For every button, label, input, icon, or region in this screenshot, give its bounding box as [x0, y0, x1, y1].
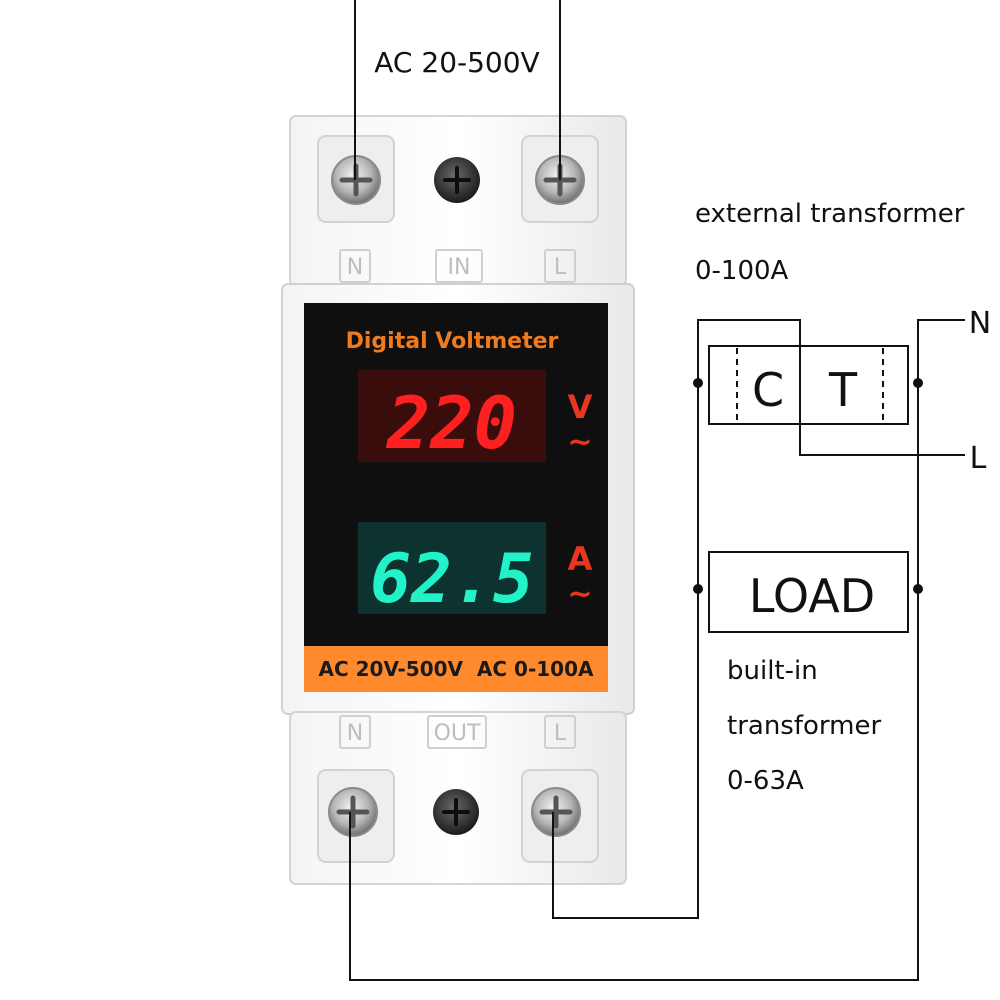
supply-range-label: AC 20-500V — [374, 46, 539, 79]
wires — [349, 0, 965, 981]
screw-top-center — [434, 157, 480, 203]
terminal-label-top-l: L — [554, 255, 567, 280]
terminal-label-top-in: IN — [448, 255, 471, 280]
spec-label: AC 20V-500V AC 0-100A — [319, 657, 595, 681]
screw-bottom-right — [531, 787, 581, 837]
device-title: Digital Voltmeter — [346, 329, 559, 354]
front-panel: Digital Voltmeter 220 V ~ 62.5 A ~ AC 20… — [304, 303, 608, 692]
current-ac-symbol: ~ — [567, 577, 592, 612]
external-transformer-range: 0-100A — [695, 256, 789, 286]
wire-label-n: N — [969, 306, 991, 341]
screw-bottom-center — [433, 789, 479, 835]
wire-label-l: L — [970, 441, 987, 476]
ct-letter-c: C — [752, 363, 784, 417]
current-unit: A — [568, 540, 593, 578]
ct-transformer-box: C T — [708, 345, 909, 425]
current-display — [358, 522, 546, 614]
voltage-display — [358, 370, 546, 462]
external-transformer-label: external transformer — [695, 199, 965, 229]
ct-letter-t: T — [828, 363, 858, 417]
terminal-label-bottom-l: L — [554, 721, 567, 746]
current-reading: 62.5 — [370, 540, 534, 619]
wire-junctions — [693, 378, 923, 594]
builtin-label-line1: built-in — [727, 656, 818, 686]
terminal-label-top-n: N — [347, 255, 363, 280]
terminal-label-bottom-out: OUT — [434, 721, 481, 746]
terminal-label-bottom-n: N — [347, 721, 363, 746]
voltage-unit: V — [568, 388, 593, 426]
screw-bottom-left — [328, 787, 378, 837]
voltage-ac-symbol: ~ — [567, 425, 592, 460]
voltage-reading: 220 — [385, 381, 517, 465]
load-label: LOAD — [749, 569, 875, 623]
load-box: LOAD — [708, 551, 909, 633]
builtin-label-line3: 0-63A — [727, 766, 804, 796]
builtin-label-line2: transformer — [727, 711, 881, 741]
